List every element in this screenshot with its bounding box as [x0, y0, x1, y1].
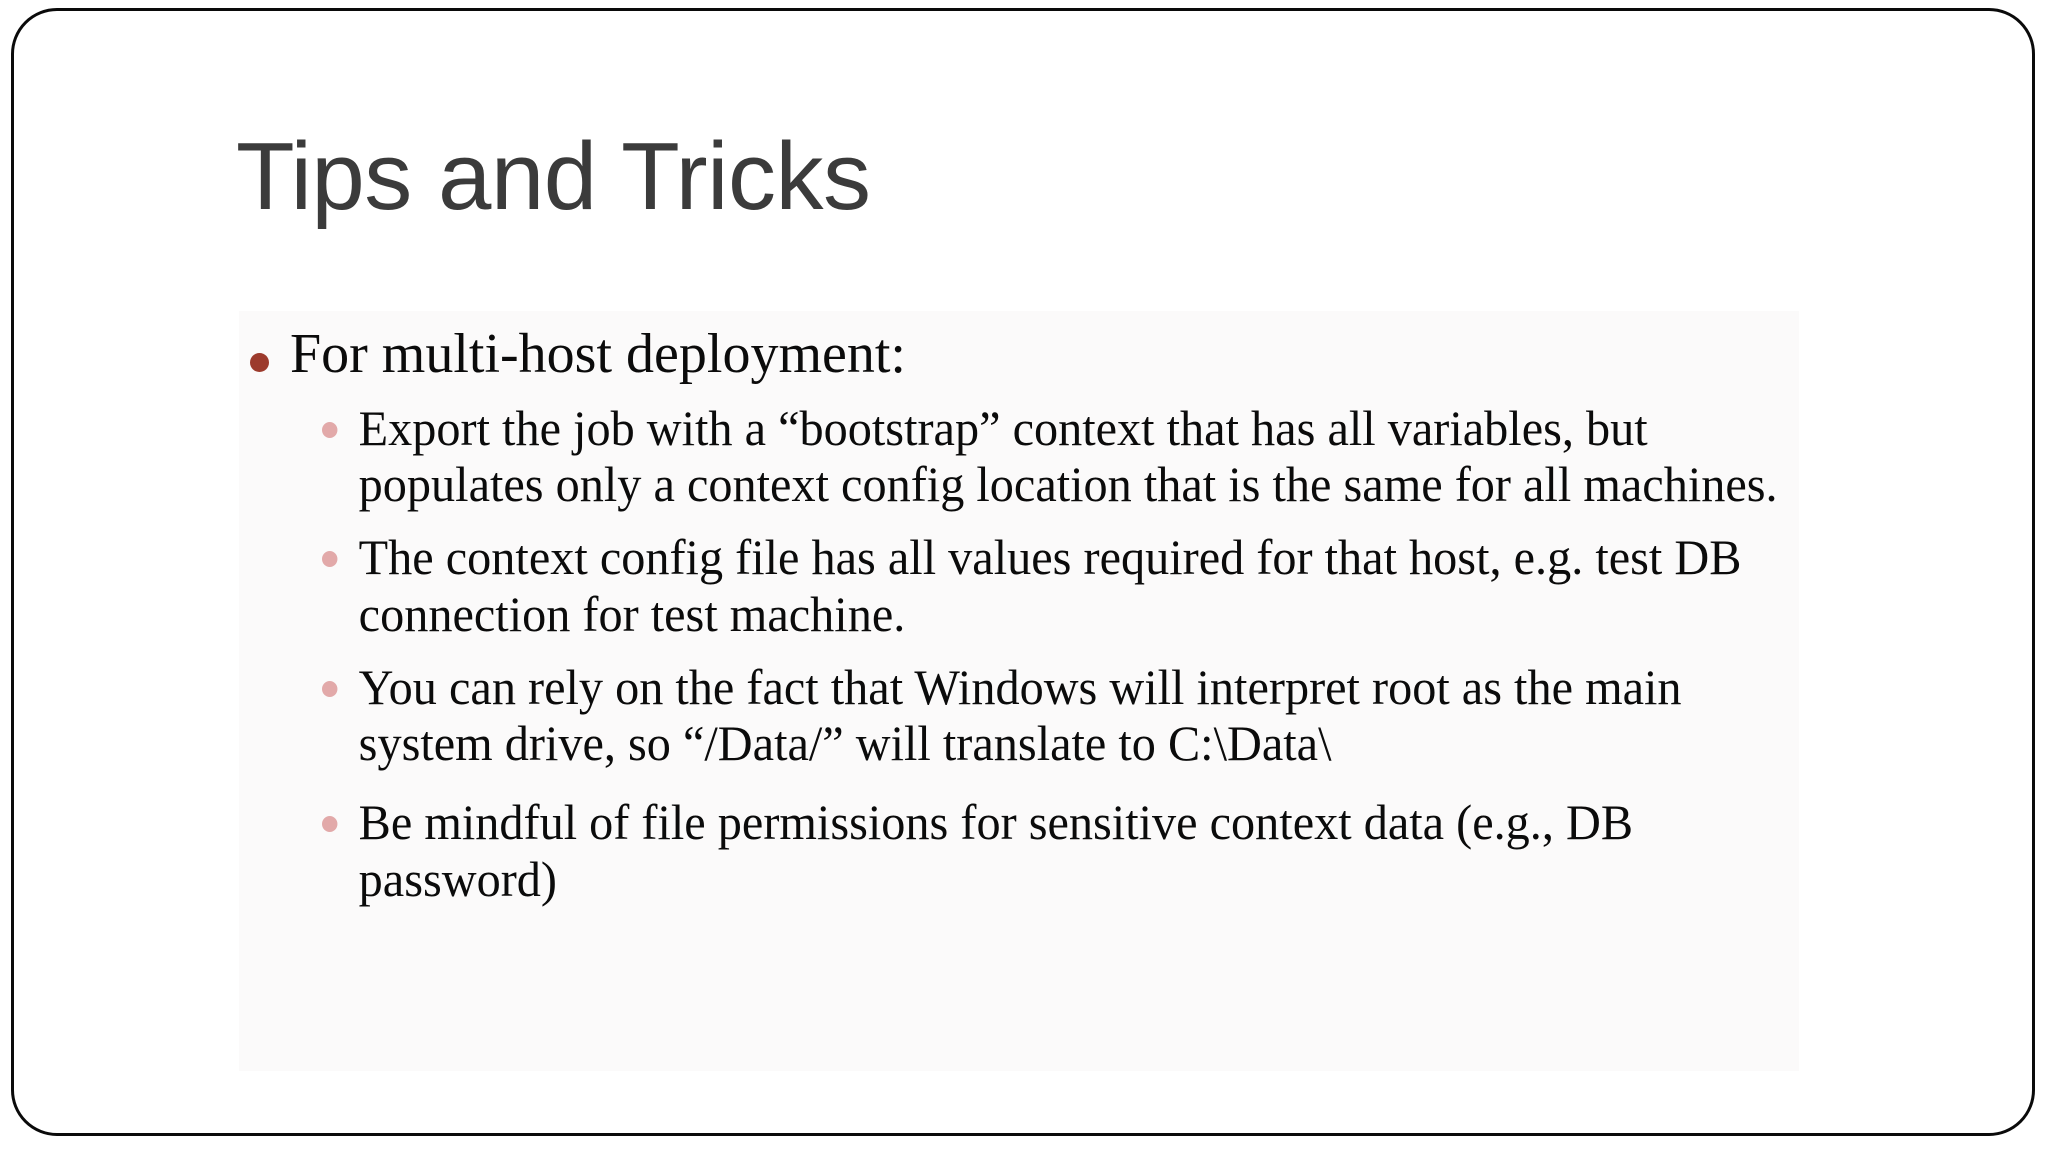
bullet-level2-label: Be mindful of file permissions for sensi… [358, 794, 1634, 907]
bullet-level2-label: You can rely on the fact that Windows wi… [358, 658, 1682, 772]
bullet-dot-level2-icon [322, 421, 338, 438]
slide-frame: Tips and Tricks For multi-host deploymen… [11, 8, 2035, 1136]
list-item: You can rely on the fact that Windows wi… [322, 659, 1825, 773]
bullet-dot-level2-icon [322, 816, 338, 833]
page-title: Tips and Tricks [236, 123, 871, 231]
list-item: Export the job with a “bootstrap” contex… [322, 400, 1825, 514]
bullet-level2-label: The context config file has all values r… [358, 529, 1742, 642]
list-item: Be mindful of file permissions for sensi… [322, 794, 1825, 908]
bullet-dot-level1-icon [250, 353, 269, 372]
bullet-level2-label: Export the job with a “bootstrap” contex… [358, 399, 1778, 513]
slide-body: For multi-host deployment: Export the jo… [236, 323, 1936, 924]
bullet-level1-item: For multi-host deployment: [236, 323, 1936, 386]
bullet-dot-level2-icon [322, 551, 338, 568]
bullet-level2-list: Export the job with a “bootstrap” contex… [236, 400, 1936, 908]
bullet-level1-label: For multi-host deployment: [290, 323, 906, 385]
list-item: The context config file has all values r… [322, 529, 1825, 643]
bullet-dot-level2-icon [322, 680, 338, 697]
